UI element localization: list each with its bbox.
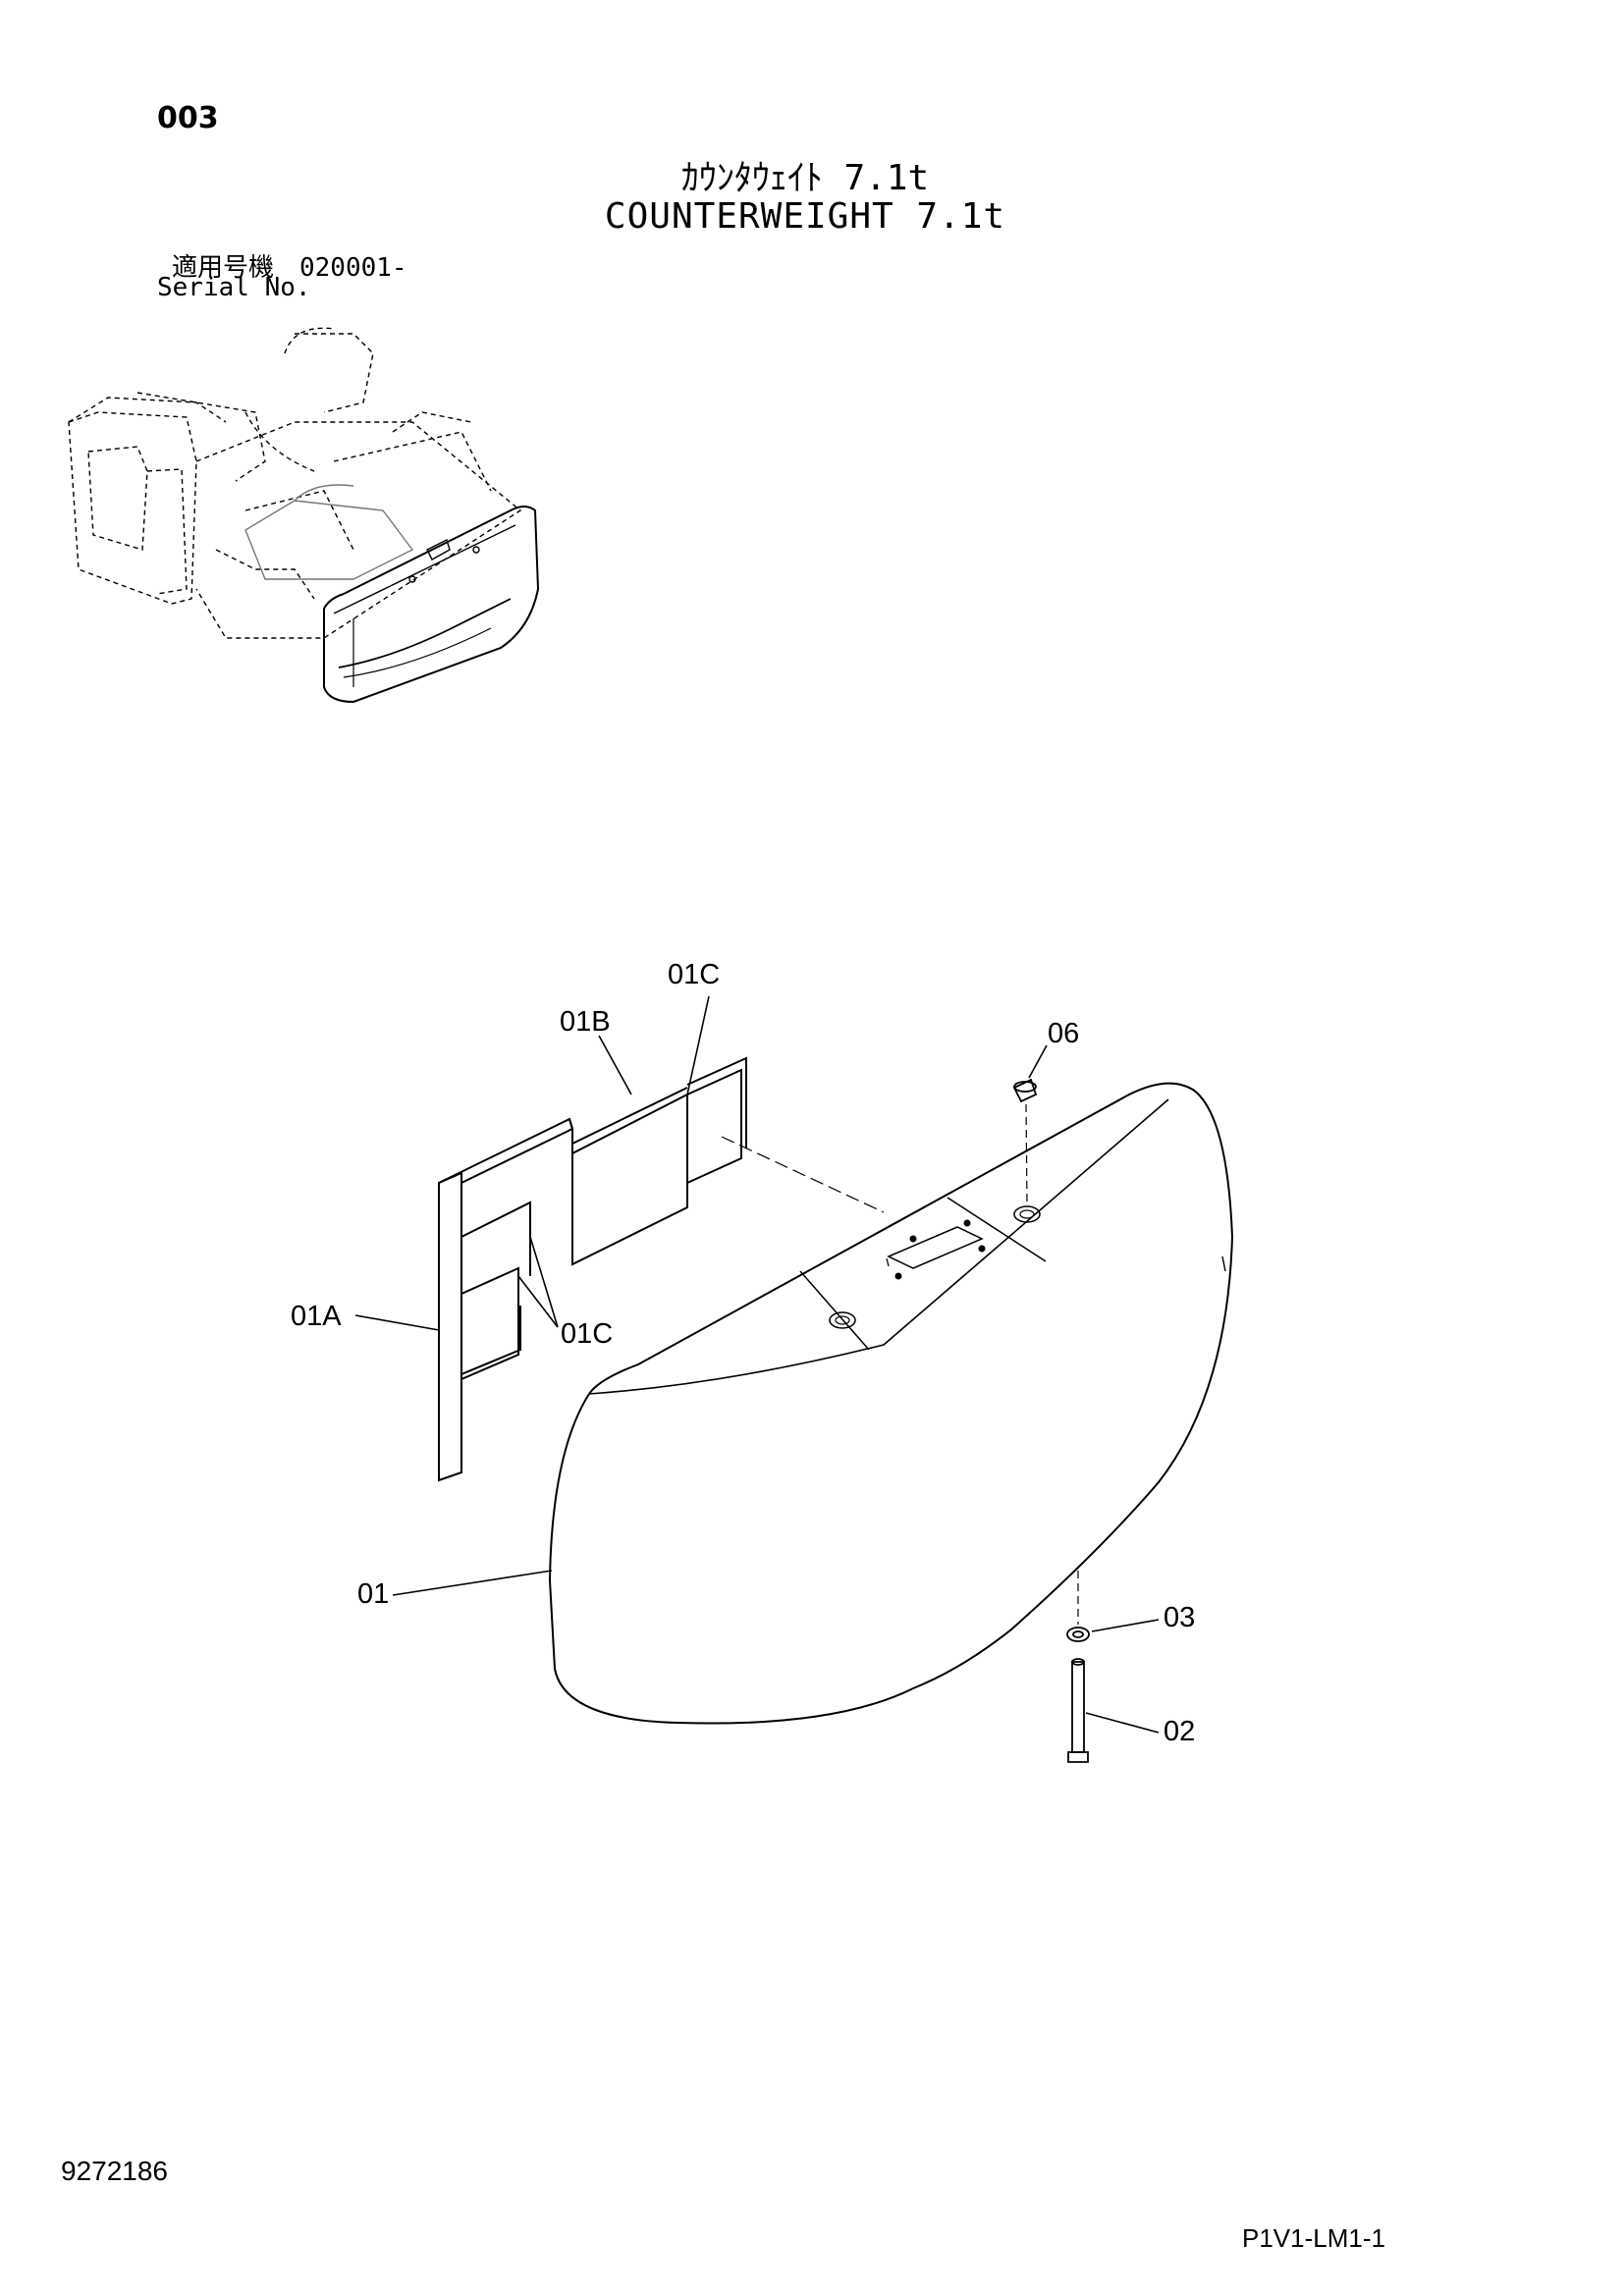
machine-overview-sketch [68, 327, 540, 704]
callout-03: 03 [1164, 1602, 1195, 1633]
document-id: 9272186 [61, 2156, 169, 2186]
callout-01C-mid: 01C [561, 1318, 613, 1350]
page-code: P1V1-LM1-1 [1242, 2223, 1385, 2253]
callout-02: 02 [1164, 1716, 1195, 1747]
hardware-parts [1012, 1078, 1090, 1763]
counterweight-body [548, 1082, 1234, 1725]
callout-01A: 01A [291, 1301, 342, 1332]
callout-06: 06 [1048, 1018, 1079, 1049]
callout-01C-top: 01C [668, 959, 720, 990]
counterweight-plates [438, 1056, 885, 1482]
serial-label-english: Serial No. [157, 273, 311, 302]
callout-01B: 01B [560, 1006, 611, 1038]
serial-label-japanese: 適用号機 020001- [172, 253, 407, 283]
callout-01: 01 [357, 1578, 389, 1610]
page-number: 003 [157, 101, 219, 135]
leader-lines [354, 995, 1160, 1734]
title-japanese: ｶｳﾝﾀｳｪｲﾄ 7.1t [680, 158, 930, 198]
title-english: COUNTERWEIGHT 7.1t [604, 196, 1006, 237]
